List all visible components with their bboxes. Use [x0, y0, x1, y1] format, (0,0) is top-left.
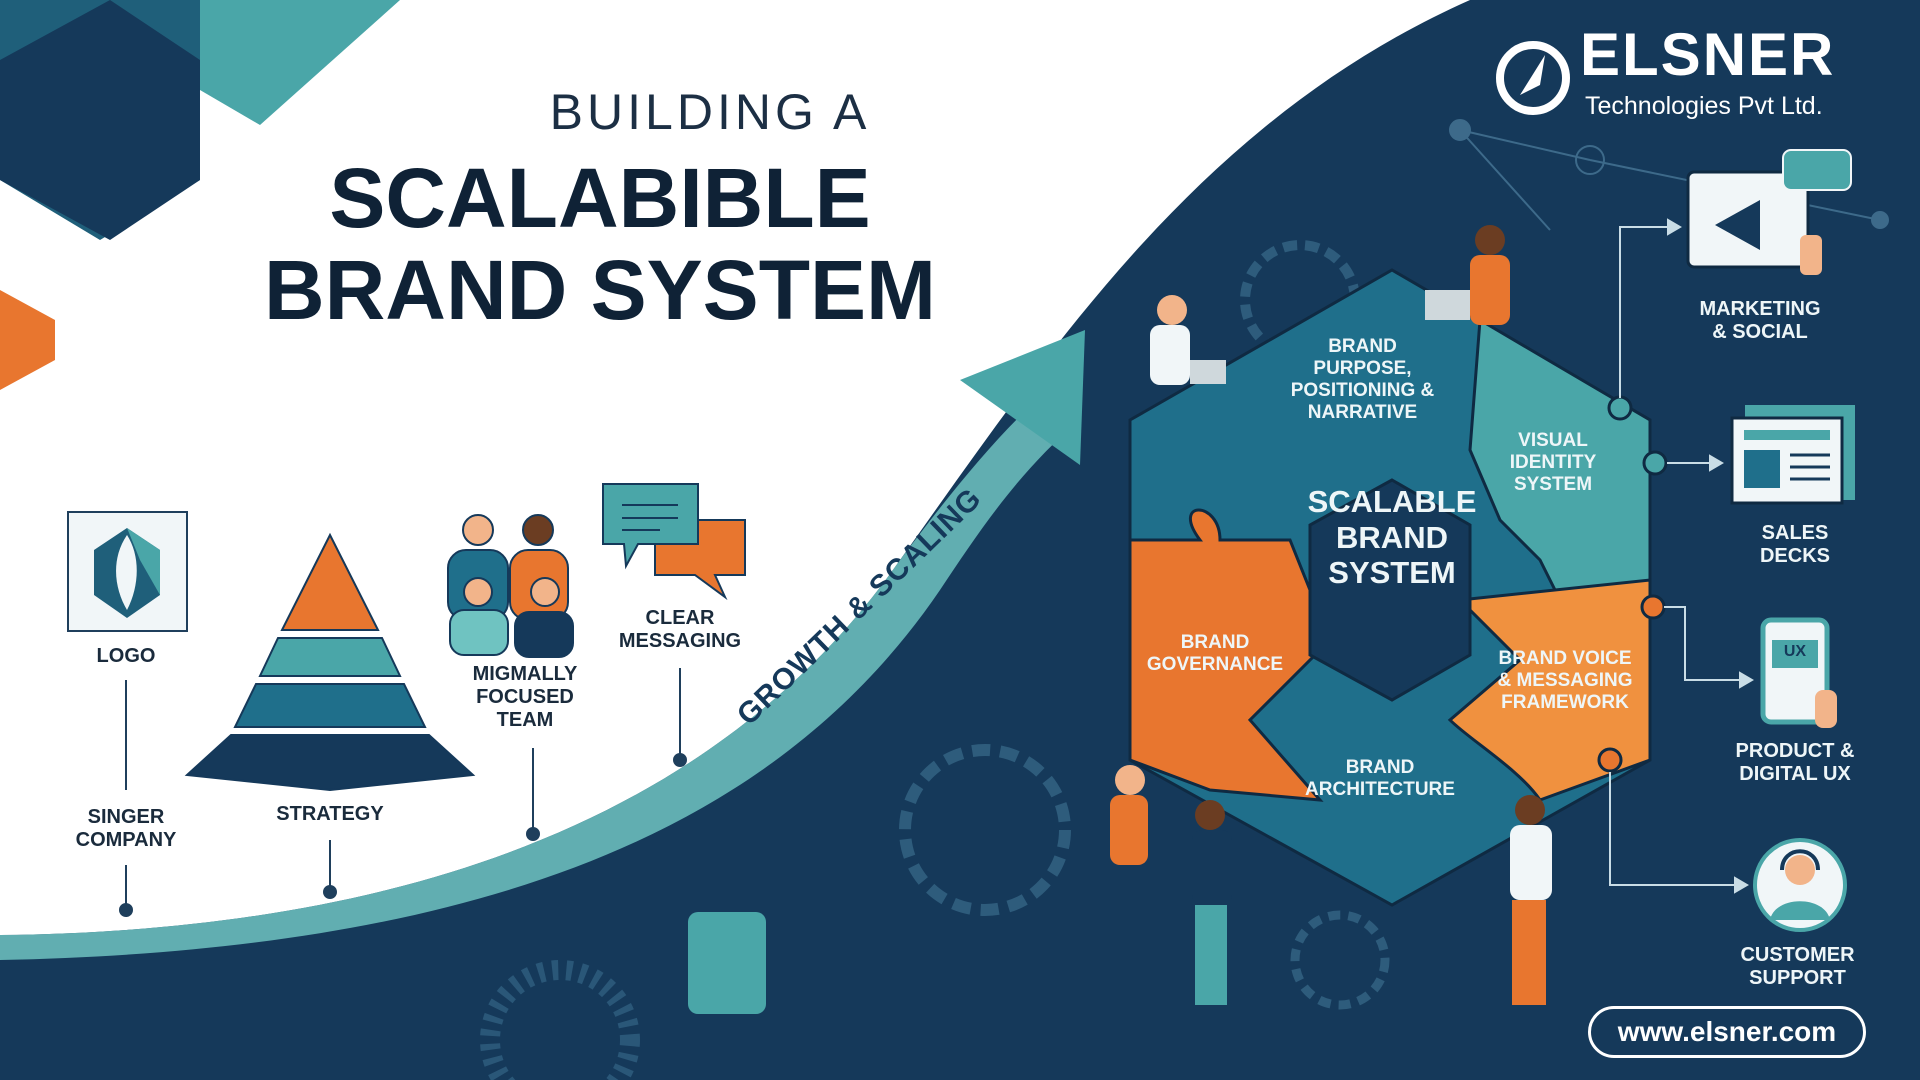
team-icon [447, 514, 574, 658]
product-ux-label: PRODUCT & DIGITAL UX [1735, 740, 1855, 785]
singer-company-label: SINGER COMPANY [75, 806, 177, 851]
deco-hex [0, 0, 200, 240]
sales-deck-icon [1730, 405, 1855, 505]
megaphone-icon [1686, 149, 1852, 275]
purpose-label: BRAND PURPOSE, POSITIONING & NARRATIVE [1290, 336, 1435, 423]
title-line-1: BUILDING A [549, 84, 871, 140]
voice-label: BRAND VOICE & MESSAGING FRAMEWORK [1497, 648, 1633, 713]
sales-decks-label: SALES DECKS [1759, 522, 1830, 567]
connector-lines [119, 668, 687, 917]
marketing-label: MARKETING & SOCIAL [1699, 298, 1821, 343]
strategy-label: STRATEGY [276, 803, 384, 825]
elsner-logo-icon [1496, 41, 1570, 115]
governance-label: BRAND GOVERNANCE [1146, 632, 1284, 675]
ux-icon-text: UX [1783, 643, 1807, 660]
visual-identity-label: VISUAL IDENTITY SYSTEM [1509, 430, 1597, 495]
chat-bubbles-icon [602, 483, 746, 601]
deco-hex [200, 0, 400, 125]
customer-support-icon [1753, 838, 1847, 932]
gear-icon [1290, 910, 1390, 1010]
deco-orange [0, 290, 55, 390]
architecture-label: BRAND ARCHITECTURE [1305, 757, 1455, 800]
brand-name: ELSNER [1580, 21, 1836, 88]
hexagon-center-label: SCALABLE BRAND SYSTEM [1307, 484, 1477, 591]
team-label: MIGMALLY FOCUSED TEAM [472, 663, 578, 731]
deco-square [688, 912, 766, 1014]
gear-icon [899, 744, 1071, 916]
pyramid-icon [184, 532, 476, 792]
growth-band [0, 380, 1080, 960]
logo-label: LOGO [96, 645, 156, 667]
customer-support-label: CUSTOMER SUPPORT [1740, 944, 1855, 989]
growth-arrow-head [960, 330, 1085, 465]
logo-icon [67, 511, 188, 632]
title-main: SCALABIBLE BRAND SYSTEM [263, 151, 937, 337]
brand-subtitle: Technologies Pvt Ltd. [1585, 92, 1823, 120]
phone-ux-icon [1760, 617, 1837, 728]
hexagon-puzzle [1128, 268, 1668, 907]
people-illustrations [1110, 225, 1552, 1005]
deco-circle [480, 960, 640, 1080]
clear-messaging-label: CLEAR MESSAGING [618, 607, 742, 652]
website-link[interactable]: www.elsner.com [1588, 1006, 1866, 1058]
output-connectors [1609, 218, 1754, 894]
